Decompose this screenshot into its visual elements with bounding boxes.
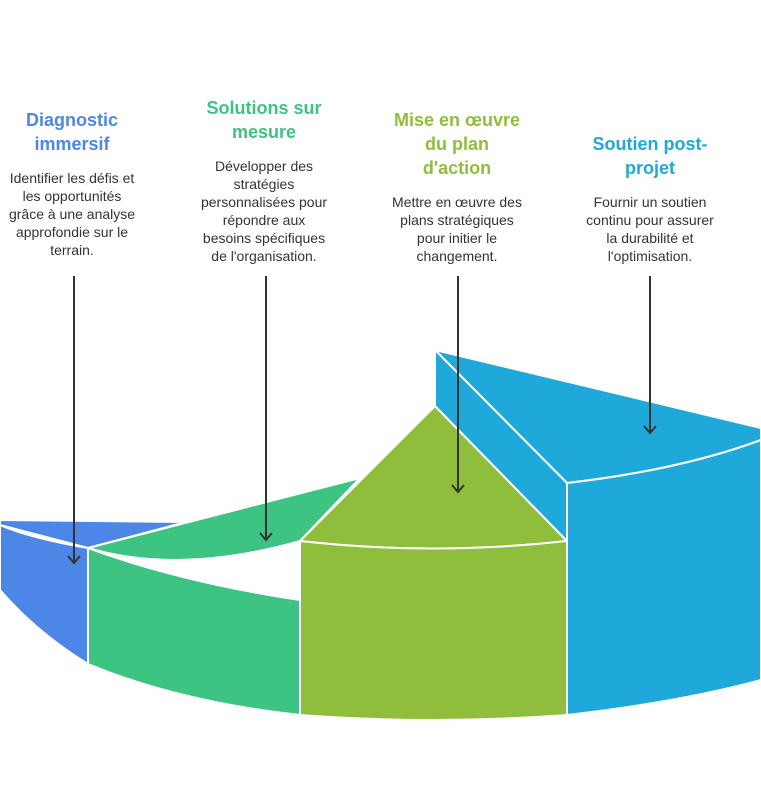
segment-support-side: [566, 438, 761, 717]
segment-solutions-top: [84, 476, 364, 561]
stage-solutions-title: Solutions sur mesure: [206, 98, 322, 142]
stage-diagnostic-description: Identifier les défis et les opportunités…: [8, 170, 136, 258]
stage-support-description: Fournir un soutien continu pour assurer …: [586, 194, 714, 264]
stage-action-description: Mettre en œuvre des plans stratégiques p…: [392, 194, 522, 264]
stage-diagnostic-title: Diagnostic immersif: [25, 110, 118, 154]
stage-support: Soutien post- projet Fournir un soutien …: [568, 132, 732, 265]
arrow-support: [643, 276, 657, 435]
stage-diagnostic: Diagnostic immersif Identifier les défis…: [0, 108, 144, 259]
segment-solutions: [84, 476, 364, 717]
segment-action-side: [299, 539, 568, 721]
stage-support-title: Soutien post- projet: [592, 134, 708, 178]
segment-action: [297, 404, 570, 721]
segment-solutions-side: [87, 546, 301, 717]
stage-action: Mise en œuvre du plan d'action Mettre en…: [378, 108, 536, 265]
stage-action-title: Mise en œuvre du plan d'action: [393, 110, 521, 178]
stage-solutions-description: Développer des stratégies personnalisées…: [200, 158, 328, 264]
segment-support: [431, 347, 761, 717]
arrow-solutions: [259, 276, 273, 542]
arrow-action: [451, 276, 465, 494]
segment-diagnostic: [0, 518, 187, 666]
stage-solutions: Solutions sur mesure Développer des stra…: [188, 96, 340, 265]
arrow-diagnostic: [67, 276, 81, 565]
